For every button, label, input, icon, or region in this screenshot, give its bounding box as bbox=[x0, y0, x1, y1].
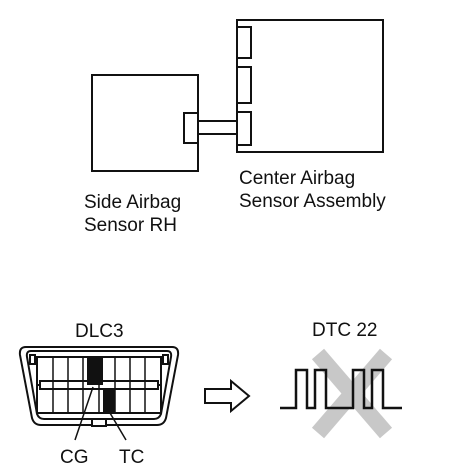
side-sensor-label-line2: Sensor RH bbox=[84, 215, 177, 236]
pin-highlight-top bbox=[87, 357, 103, 385]
side-sensor-label-line1: Side Airbag bbox=[84, 192, 182, 213]
sensor-wire-harness bbox=[198, 120, 237, 135]
center-sensor-label-line2: Sensor Assembly bbox=[239, 191, 386, 212]
center-sensor-label-line1: Center Airbag bbox=[239, 168, 356, 189]
dtc-waveform bbox=[280, 368, 402, 410]
center-airbag-sensor-box bbox=[236, 19, 384, 153]
center-sensor-connector-middle bbox=[236, 66, 252, 104]
dlc3-pin-grid bbox=[52, 357, 146, 413]
right-outline-arrow-icon bbox=[204, 378, 251, 414]
center-sensor-connector-top bbox=[236, 26, 252, 59]
tc-pin-label: TC bbox=[119, 447, 145, 468]
tc-lead-line bbox=[109, 412, 127, 441]
dlc3-label: DLC3 bbox=[75, 321, 124, 342]
side-sensor-connector bbox=[183, 112, 199, 144]
pin-highlight-bottom bbox=[103, 389, 115, 413]
dtc-label: DTC 22 bbox=[312, 320, 378, 341]
cg-lead-line bbox=[74, 386, 94, 441]
side-airbag-sensor-box bbox=[91, 74, 199, 172]
cg-pin-label: CG bbox=[60, 447, 89, 468]
center-sensor-connector-bottom bbox=[236, 111, 252, 146]
